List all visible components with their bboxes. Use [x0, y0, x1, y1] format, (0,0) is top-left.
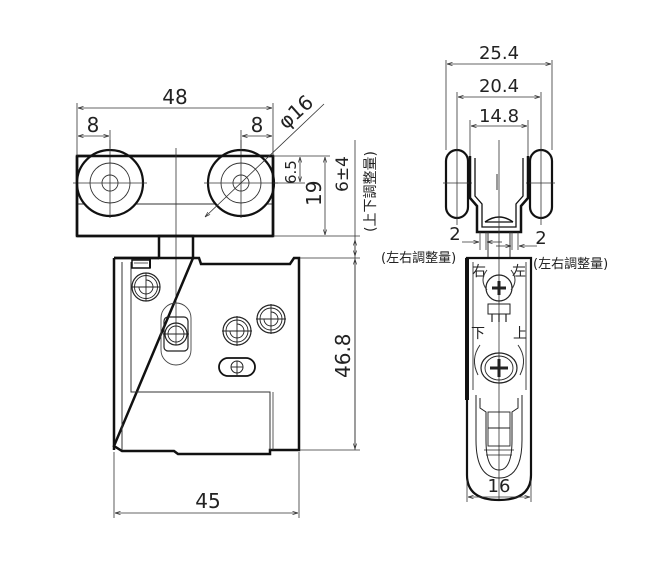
right-wheel: [204, 140, 278, 218]
small-oval-hole: [218, 357, 256, 377]
vertical-adjust-screw: [474, 344, 524, 384]
dim-overall-width: 48: [162, 85, 187, 109]
dim-body-height: 46.8: [331, 333, 355, 378]
mark-down: 下: [471, 326, 485, 342]
mark-up: 上: [513, 326, 527, 342]
screw-hole: [256, 304, 286, 334]
stem: [157, 234, 195, 260]
side-view: 右 左 下 上: [381, 43, 608, 502]
side-body: [465, 256, 533, 502]
slotted-hole: [160, 302, 192, 366]
screw-hole: [131, 272, 161, 302]
dim-vertical-adjust: 6±4: [333, 156, 353, 192]
screw-hole: [222, 316, 252, 346]
dim-wheel-offset-left: 8: [87, 113, 100, 137]
dim-wheel-span: 20.4: [479, 76, 519, 97]
label-vertical-adjust: (上下調整量): [363, 151, 379, 232]
dim-lateral-adjust-right: 2: [535, 228, 546, 249]
mark-left: 左: [512, 264, 526, 280]
dim-wheel-center: 6.5: [282, 160, 300, 184]
label-lateral-adjust-left: (左右調整量): [381, 251, 456, 266]
dim-body-width: 45: [195, 489, 220, 513]
dim-outer-width: 25.4: [479, 43, 519, 64]
dim-wheel-offset-right: 8: [251, 113, 264, 137]
dim-wheel-diameter: φ16: [273, 90, 318, 134]
dim-lateral-adjust-left: 2: [449, 224, 460, 245]
dim-inner-width: 14.8: [479, 106, 519, 127]
mount-body: [112, 256, 301, 456]
left-wheel: [73, 140, 147, 218]
dim-bottom-width: 16: [488, 476, 511, 497]
front-view: 48 8 8 φ16 6.5 19 6±4 (上下調整量) 46.8: [73, 85, 379, 518]
label-lateral-adjust-right: (左右調整量): [533, 257, 608, 272]
lateral-adjust-screw: [482, 269, 516, 302]
dim-top-block-height: 19: [302, 181, 326, 206]
mark-right: 右: [472, 264, 486, 280]
